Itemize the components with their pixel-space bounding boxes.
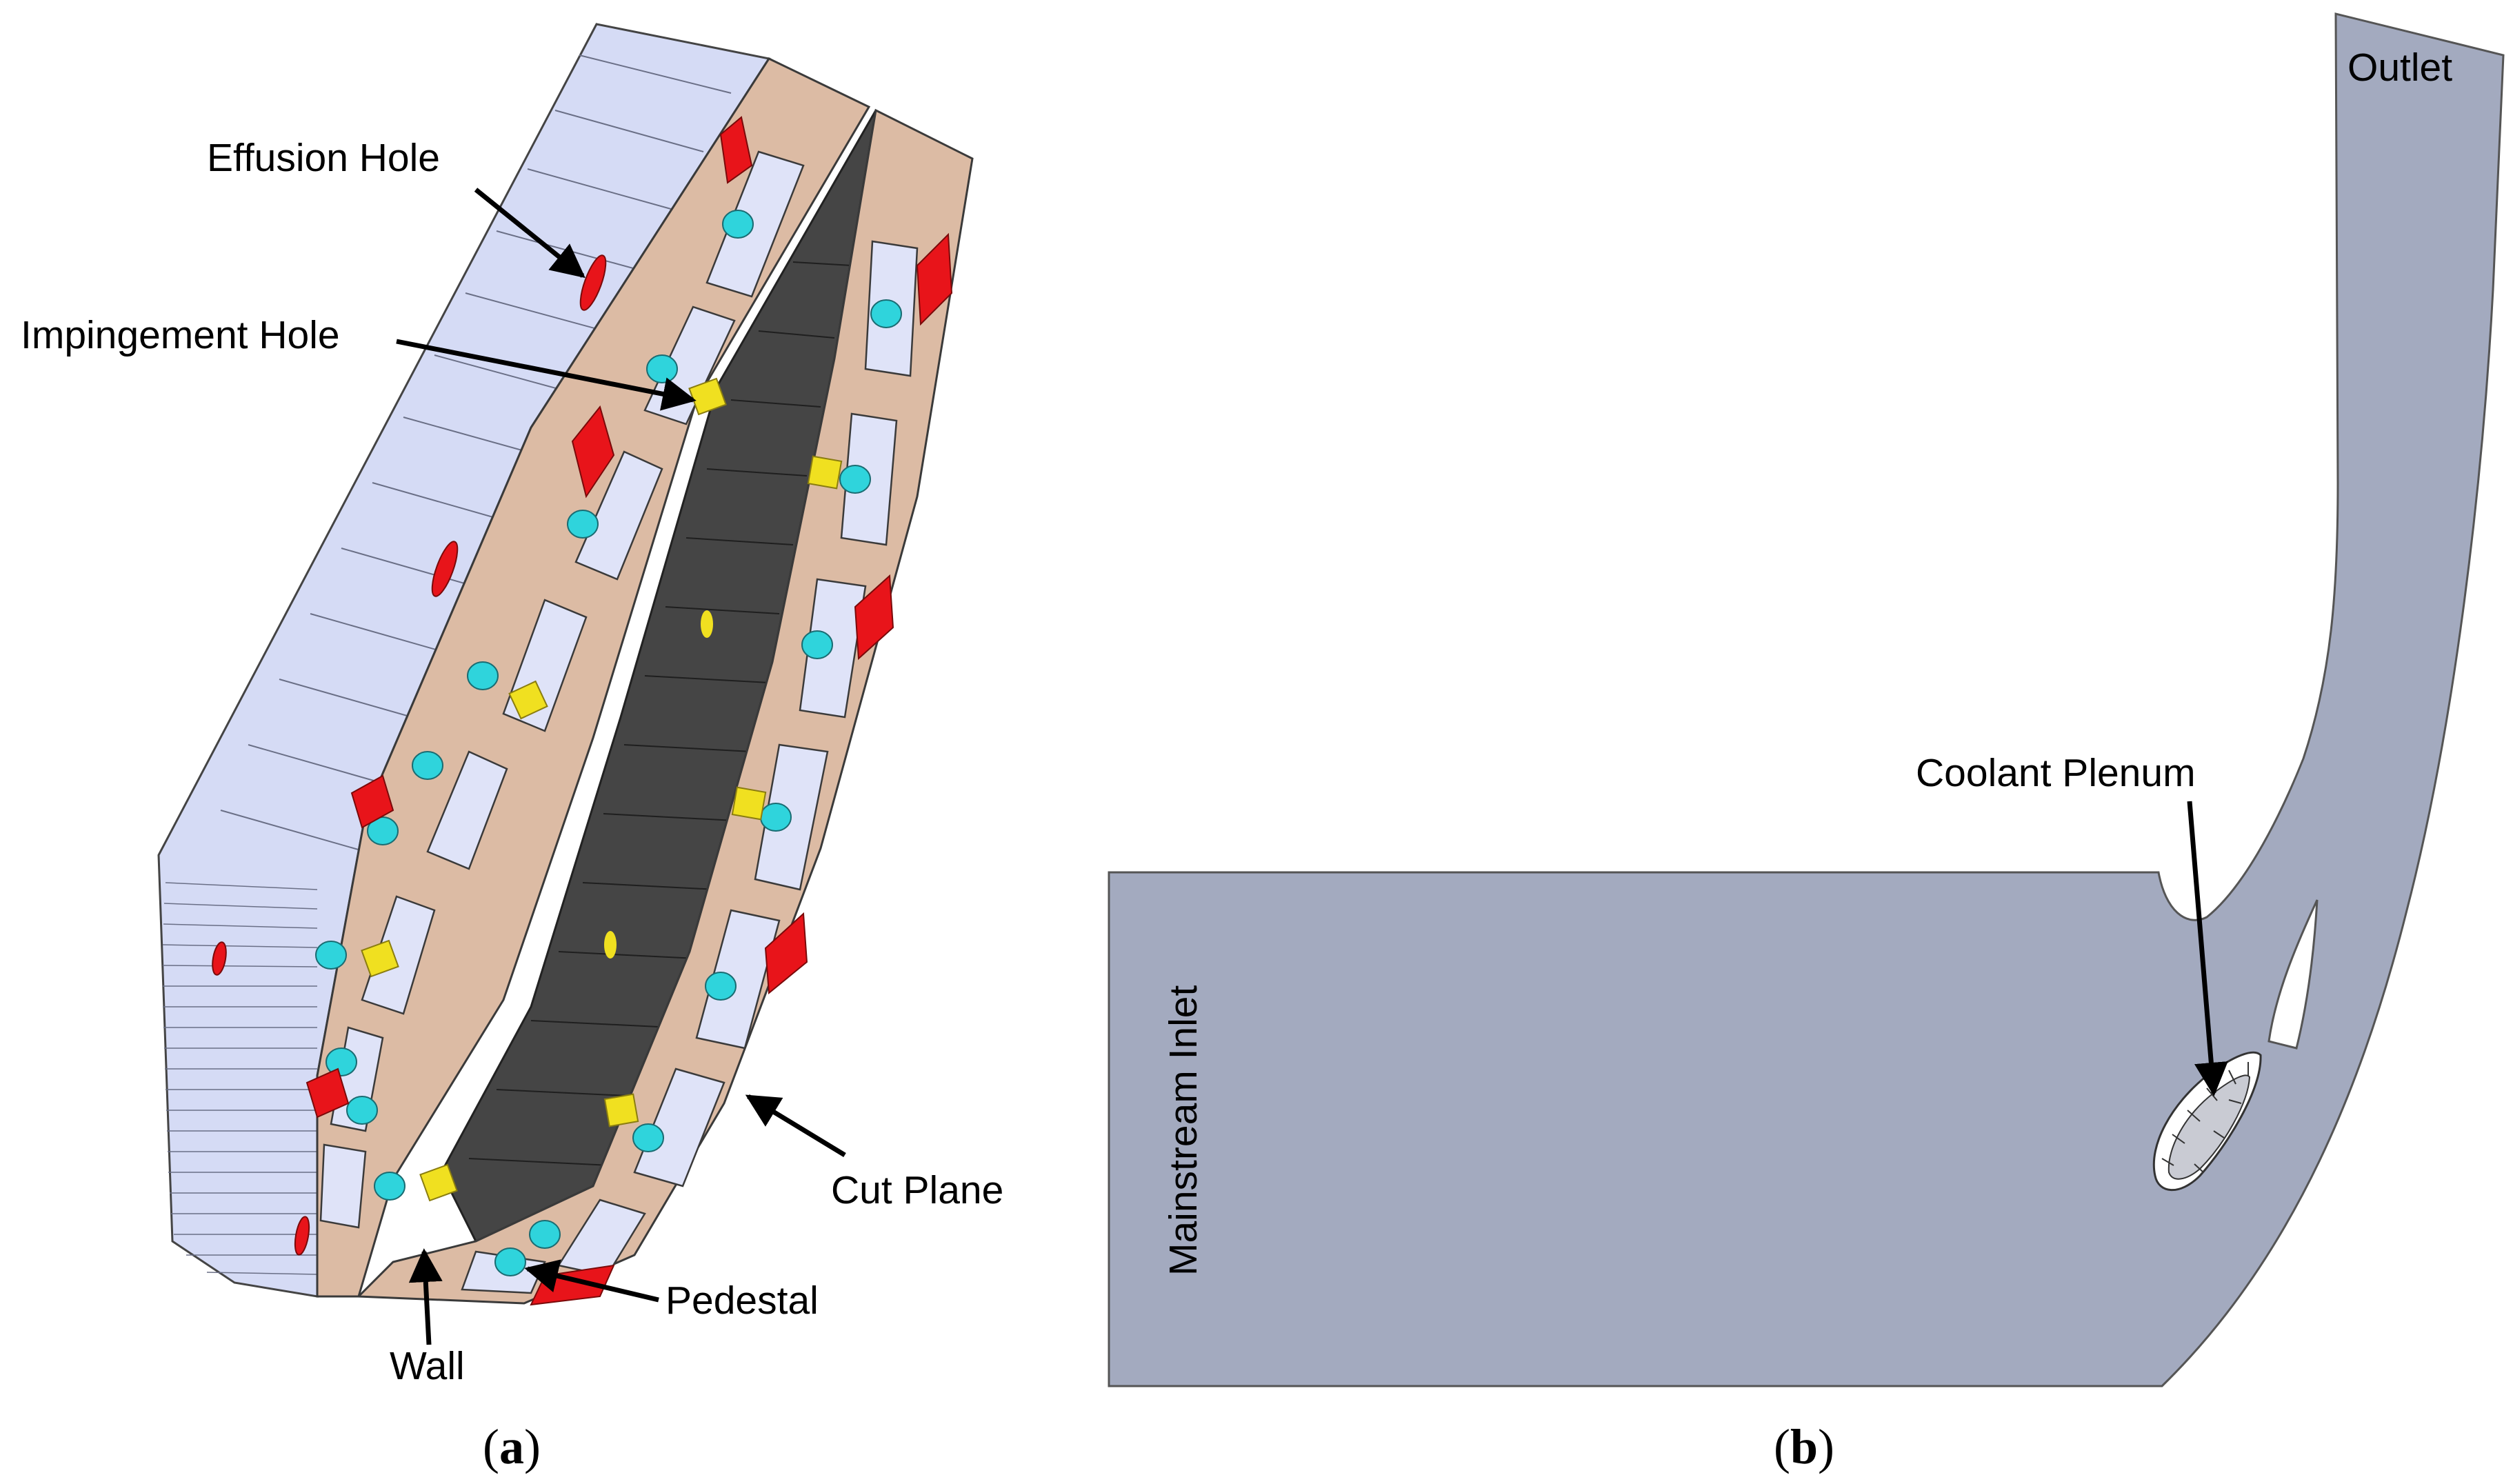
- pedestal-18: [529, 1220, 561, 1249]
- pedestal-11: [494, 1247, 526, 1276]
- label-wall: Wall: [390, 1344, 465, 1388]
- arrow-cut-plane: [745, 1094, 846, 1157]
- effusion-hole-6: [571, 405, 615, 499]
- coolant-plenum: [2152, 1051, 2262, 1192]
- pressure-cavities: [461, 240, 919, 1294]
- arrow-wall: [408, 1248, 443, 1345]
- impingement-hole-inner-2: [604, 931, 617, 959]
- inner-wall-lines: [468, 261, 852, 1166]
- caption-b: (b): [1774, 1419, 1834, 1474]
- impingement-hole-2: [508, 680, 548, 720]
- impingement-hole-5: [807, 455, 843, 490]
- arrow-coolant-plenum: [2187, 801, 2228, 1096]
- impingement-holes: [361, 377, 843, 1202]
- effusion-hole-3: [212, 941, 227, 976]
- label-impingement-hole: Impingement Hole: [21, 313, 340, 357]
- pedestal-2: [646, 354, 678, 383]
- label-outlet: Outlet: [2347, 46, 2452, 90]
- impingement-hole-7: [603, 1093, 639, 1127]
- arrow-effusion-hole: [474, 188, 585, 279]
- label-mainstream-inlet: Mainstream Inlet: [1161, 985, 1205, 1276]
- effusion-holes: [212, 116, 953, 1306]
- pedestals: [315, 210, 902, 1276]
- effusion-hole-7: [350, 774, 394, 829]
- effusion-hole-2: [431, 541, 459, 597]
- label-cut-plane: Cut Plane: [831, 1168, 1003, 1212]
- arrow-impingement-hole: [396, 339, 697, 411]
- effusion-hole-8: [306, 1067, 350, 1119]
- impingement-hole-4: [419, 1163, 458, 1202]
- coolant-plenum-inner: [2167, 1074, 2251, 1180]
- pedestal-1: [722, 210, 754, 239]
- pedestal-4: [467, 661, 499, 690]
- label-coolant-plenum: Coolant Plenum: [1916, 751, 2196, 795]
- outer-wall-panel-lines: [220, 54, 732, 852]
- pedestal-13: [839, 465, 871, 494]
- panel-b-domain: Outlet Coolant Plenum Mainstream Inlet (…: [1108, 12, 2505, 1474]
- pedestal-15: [760, 803, 792, 832]
- pedestal-17: [632, 1123, 664, 1152]
- pedestal-12: [870, 299, 902, 328]
- fluid-domain: [1108, 12, 2505, 1387]
- pedestal-14: [801, 630, 833, 659]
- pedestal-3: [567, 510, 599, 539]
- suction-cavities: [319, 150, 805, 1229]
- impingement-hole-3: [361, 939, 399, 978]
- arrow-pedestal: [524, 1259, 659, 1303]
- pedestal-6: [367, 816, 399, 845]
- effusion-hole-4: [294, 1216, 310, 1256]
- trailing-edge-slot: [2267, 899, 2319, 1050]
- pedestal-5: [412, 751, 443, 780]
- cut-plane-suction: [316, 57, 871, 1298]
- effusion-hole-1: [579, 254, 607, 311]
- panel-a-cutaway: Effusion Hole Impingement Hole Cut Plane…: [21, 23, 1003, 1474]
- effusion-hole-10: [854, 574, 894, 661]
- effusion-hole-5: [719, 116, 753, 184]
- pedestal-8: [326, 1047, 357, 1076]
- effusion-hole-11: [764, 912, 808, 994]
- coolant-plenum-ribs: [2161, 1062, 2249, 1173]
- label-pedestal: Pedestal: [665, 1279, 819, 1323]
- caption-a: (a): [483, 1419, 541, 1474]
- pedestal-9: [346, 1096, 378, 1125]
- pedestal-10: [374, 1172, 406, 1201]
- pedestal-7: [315, 941, 347, 970]
- leading-edge-mesh-lines: [162, 882, 318, 1275]
- label-effusion-hole: Effusion Hole: [207, 136, 440, 180]
- impingement-hole-inner-1: [701, 610, 713, 638]
- pedestal-16: [705, 972, 737, 1001]
- effusion-hole-9: [916, 232, 953, 326]
- impingement-hole-6: [731, 786, 767, 821]
